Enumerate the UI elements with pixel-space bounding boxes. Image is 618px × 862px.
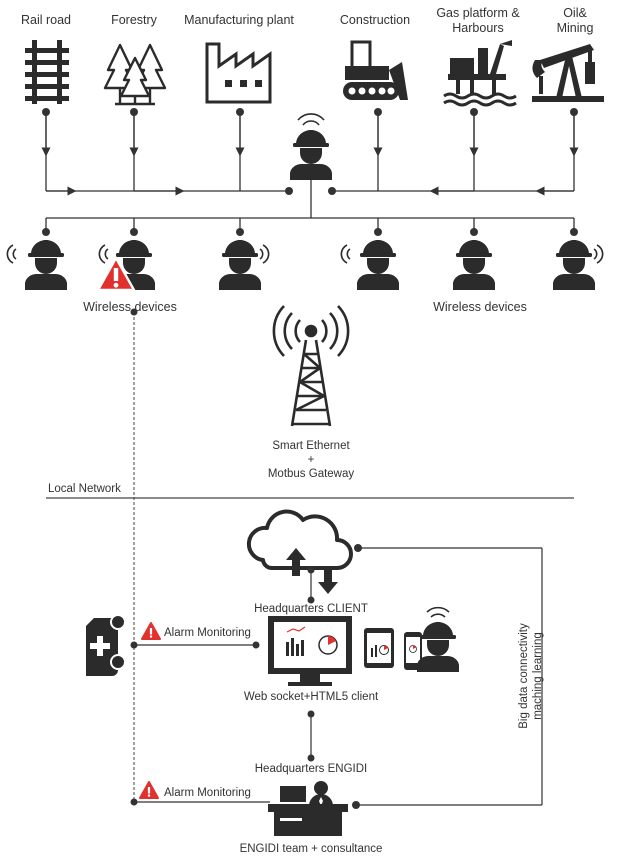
industry-label-railroad: Rail road (20, 13, 72, 27)
gateway-label-plus: + (307, 454, 315, 466)
monitor-icon (268, 616, 352, 686)
worker-icon (553, 240, 604, 290)
bulldozer-icon (343, 40, 408, 100)
industry-label-manufacturing: Manufacturing plant (184, 13, 294, 27)
factory-icon (205, 42, 272, 104)
wireless-devices-label-right: Wireless devices (433, 300, 527, 314)
gateway-label-2: Motbus Gateway (267, 468, 355, 480)
worker-dots (42, 228, 578, 236)
worker-icon (219, 240, 270, 290)
industry-connectors (41, 112, 579, 196)
engineer-icon (417, 606, 459, 672)
alarm-monitoring-label-1: Alarm Monitoring (164, 627, 251, 639)
smartphone-icon (404, 632, 422, 670)
alarm-monitoring-label-2: Alarm Monitoring (164, 787, 251, 799)
medical-device-icon (86, 614, 126, 676)
antenna-tower-icon (272, 305, 350, 427)
engidi-team-label: ENGIDI team + consultance (239, 843, 383, 855)
wireless-devices-label-left: Wireless devices (83, 300, 177, 314)
trees-icon (103, 43, 167, 106)
warning-icon (96, 256, 136, 292)
worker-icon (453, 240, 495, 290)
industry-label-oil-2: Mining (556, 21, 594, 35)
industry-label-oil-1: Oil& (563, 6, 587, 20)
hq-engidi-label: Headquarters ENGIDI (254, 763, 368, 775)
office-desk-icon (268, 781, 348, 836)
oil-platform-icon (443, 40, 517, 107)
railroad-icon (25, 40, 69, 104)
cloud-icon (246, 509, 353, 594)
alarm-line-start-dot (130, 308, 138, 316)
hq-client-label: Headquarters CLIENT (254, 603, 368, 615)
central-worker-icon (290, 113, 332, 180)
warning-icon (141, 622, 161, 640)
bigdata-dot-top (354, 544, 362, 552)
worker-bus (45, 217, 575, 232)
local-network-label: Local Network (48, 483, 121, 495)
warning-icon (139, 781, 159, 799)
gateway-label-1: Smart Ethernet (272, 440, 350, 452)
big-data-label-1: Big data connectivity (518, 623, 530, 729)
industry-label-gas-1: Gas platform & (436, 6, 520, 20)
industry-dots (42, 108, 578, 195)
worker-icon (6, 240, 67, 290)
pumpjack-icon (532, 44, 604, 102)
industry-label-construction: Construction (339, 13, 411, 27)
industry-label-gas-2: Harbours (452, 21, 504, 35)
industry-label-forestry: Forestry (111, 13, 157, 27)
tablet-icon (364, 628, 394, 668)
web-client-label: Web socket+HTML5 client (243, 691, 379, 703)
bigdata-dot-bottom (352, 801, 360, 809)
big-data-label-2: maching learning (532, 632, 544, 720)
worker-icon (340, 240, 399, 290)
